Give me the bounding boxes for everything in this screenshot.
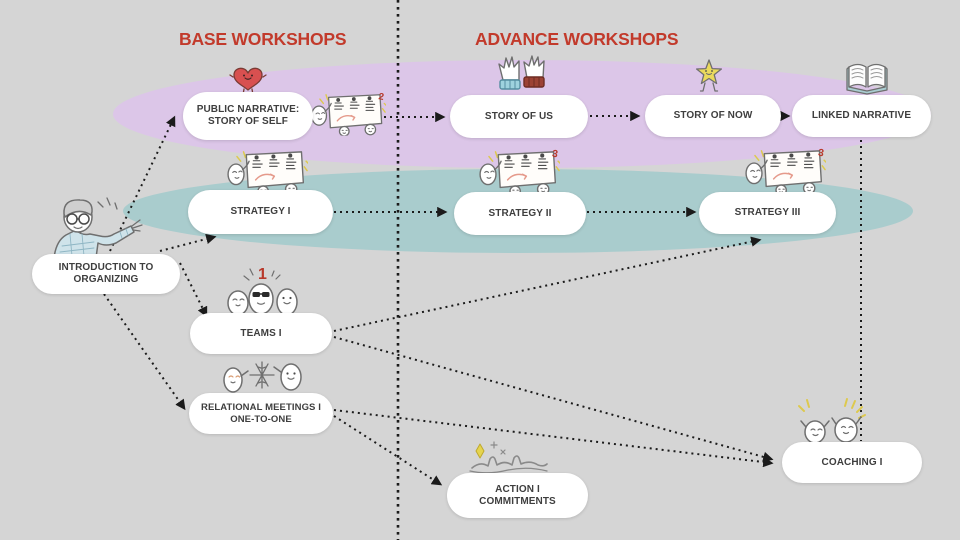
node-strategy-ii[interactable]: STRATEGY II <box>454 192 586 235</box>
node-introduction-to-organizing[interactable]: INTRODUCTION TO ORGANIZING <box>32 254 180 294</box>
node-relational-meetings-i-one-to-one[interactable]: RELATIONAL MEETINGS I ONE-TO-ONE <box>189 393 333 434</box>
node-label: RELATIONAL MEETINGS I <box>201 402 321 414</box>
node-public-narrative-story-of-self[interactable]: PUBLIC NARRATIVE: STORY OF SELF <box>183 92 313 140</box>
team-trio-icon: 1 <box>227 266 298 316</box>
node-story-of-us[interactable]: STORY OF US <box>450 95 588 138</box>
advance-workshops-heading: ADVANCE WORKSHOPS <box>475 29 679 49</box>
flipchart-team-icon: 2 <box>306 91 386 136</box>
star-character-icon <box>695 59 723 92</box>
node-label: COMMITMENTS <box>479 495 556 507</box>
flipchart-count-badge: 3 <box>551 149 559 161</box>
node-strategy-iii[interactable]: STRATEGY III <box>699 192 836 234</box>
relational-pair-icon <box>223 361 302 393</box>
node-label: COACHING I <box>821 456 883 468</box>
flipchart-team-icon: 3 <box>740 148 826 195</box>
flipchart-count-badge: 3 <box>817 148 825 160</box>
node-coaching-i[interactable]: COACHING I <box>782 442 922 483</box>
arrow-intro-to-relational-meetings <box>103 293 186 411</box>
node-label: TEAMS I <box>240 327 282 339</box>
arrow-relational-to-coaching-i <box>333 409 774 468</box>
node-label: ORGANIZING <box>73 274 139 285</box>
flipchart-team-icon: 3 <box>474 149 560 196</box>
node-label: ACTION I <box>495 483 540 495</box>
node-teams-i[interactable]: TEAMS I <box>190 313 332 354</box>
node-linked-narrative[interactable]: LINKED NARRATIVE <box>792 95 931 137</box>
arrow-intro-to-public-narrative <box>109 115 176 252</box>
node-label: STORY OF US <box>484 110 554 122</box>
arrow-teams-i-to-strategy-iii <box>333 236 762 332</box>
coaching-pair-icon <box>798 398 866 444</box>
node-label: STORY OF NOW <box>673 110 753 122</box>
node-label: STRATEGY III <box>734 207 801 219</box>
node-label: LINKED NARRATIVE <box>811 110 912 122</box>
open-book-icon <box>846 63 888 95</box>
node-story-of-now[interactable]: STORY OF NOW <box>645 95 781 137</box>
person-organizer-icon <box>53 197 143 259</box>
arrow-intro-to-strategy-i <box>159 233 217 252</box>
node-label: PUBLIC NARRATIVE: <box>196 104 300 116</box>
node-strategy-i[interactable]: STRATEGY I <box>188 190 333 234</box>
flipchart-count-badge: 2 <box>378 91 385 103</box>
node-label: STORY OF SELF <box>207 116 289 127</box>
node-label: STRATEGY II <box>488 207 552 219</box>
arrow-teams-i-to-coaching-i <box>333 336 774 462</box>
action-hands-icon <box>469 441 548 474</box>
base-workshops-heading: BASE WORKSHOPS <box>179 29 347 49</box>
node-label: ONE-TO-ONE <box>230 413 292 425</box>
arrow-relational-to-action-i <box>333 415 443 486</box>
arrow-intro-to-teams-i <box>179 262 208 318</box>
node-label: STRATEGY I <box>230 206 291 218</box>
mitten-hands-icon <box>498 55 545 90</box>
node-label: INTRODUCTION TO <box>58 262 154 274</box>
teams-rank-badge: 1 <box>258 266 267 283</box>
node-action-i-commitments[interactable]: ACTION I COMMITMENTS <box>447 473 588 518</box>
flipchart-team-icon <box>222 147 308 196</box>
